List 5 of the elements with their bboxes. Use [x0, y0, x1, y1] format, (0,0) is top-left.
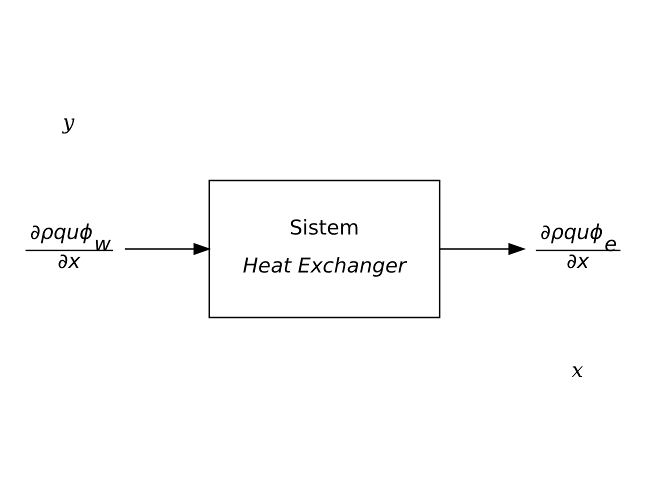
label: y — [62, 110, 74, 134]
arrow — [440, 242, 526, 256]
arrow — [124, 242, 212, 256]
node-box: Sistem Heat Exchanger — [208, 180, 440, 318]
label: x — [572, 358, 584, 382]
